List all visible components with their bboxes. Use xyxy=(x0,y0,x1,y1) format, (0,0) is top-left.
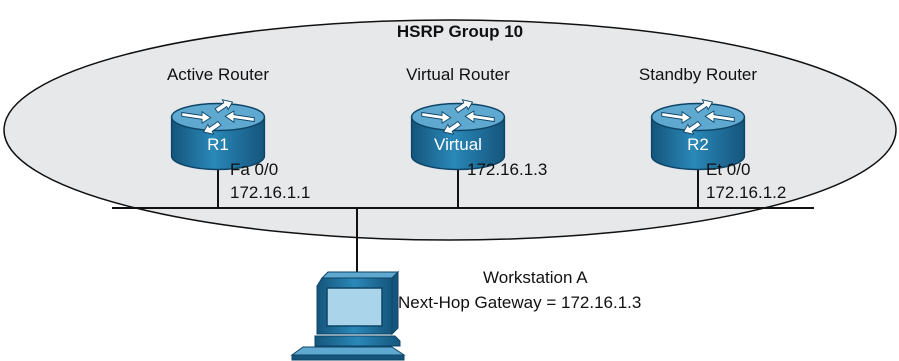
router-role-label: Active Router xyxy=(167,65,269,84)
router-name-label: Virtual xyxy=(434,135,482,154)
router-r2: Standby Router R2 Et 0/0 172.16.1.2 xyxy=(639,65,786,202)
router-virtual: Virtual Router Virtual 172.16.1.3 xyxy=(406,65,547,179)
router-role-label: Standby Router xyxy=(639,65,757,84)
router-name-label: R1 xyxy=(207,135,229,154)
router-ip-label: 172.16.1.1 xyxy=(230,183,310,202)
workstation-icon xyxy=(290,270,406,361)
router-name-label: R2 xyxy=(687,135,709,154)
router-ip-label: 172.16.1.3 xyxy=(467,160,547,179)
router-interface-label: Fa 0/0 xyxy=(230,160,278,179)
workstation-a: Workstation A Next-Hop Gateway = 172.16.… xyxy=(290,268,641,361)
router-interface-label: Et 0/0 xyxy=(706,160,750,179)
workstation-name-label: Workstation A xyxy=(483,268,588,287)
group-title: HSRP Group 10 xyxy=(397,22,523,41)
router-r1: Active Router R1 Fa 0/0 172.16.1.1 xyxy=(167,65,310,202)
router-role-label: Virtual Router xyxy=(406,65,510,84)
workstation-gateway-label: Next-Hop Gateway = 172.16.1.3 xyxy=(398,293,641,312)
router-ip-label: 172.16.1.2 xyxy=(706,183,786,202)
